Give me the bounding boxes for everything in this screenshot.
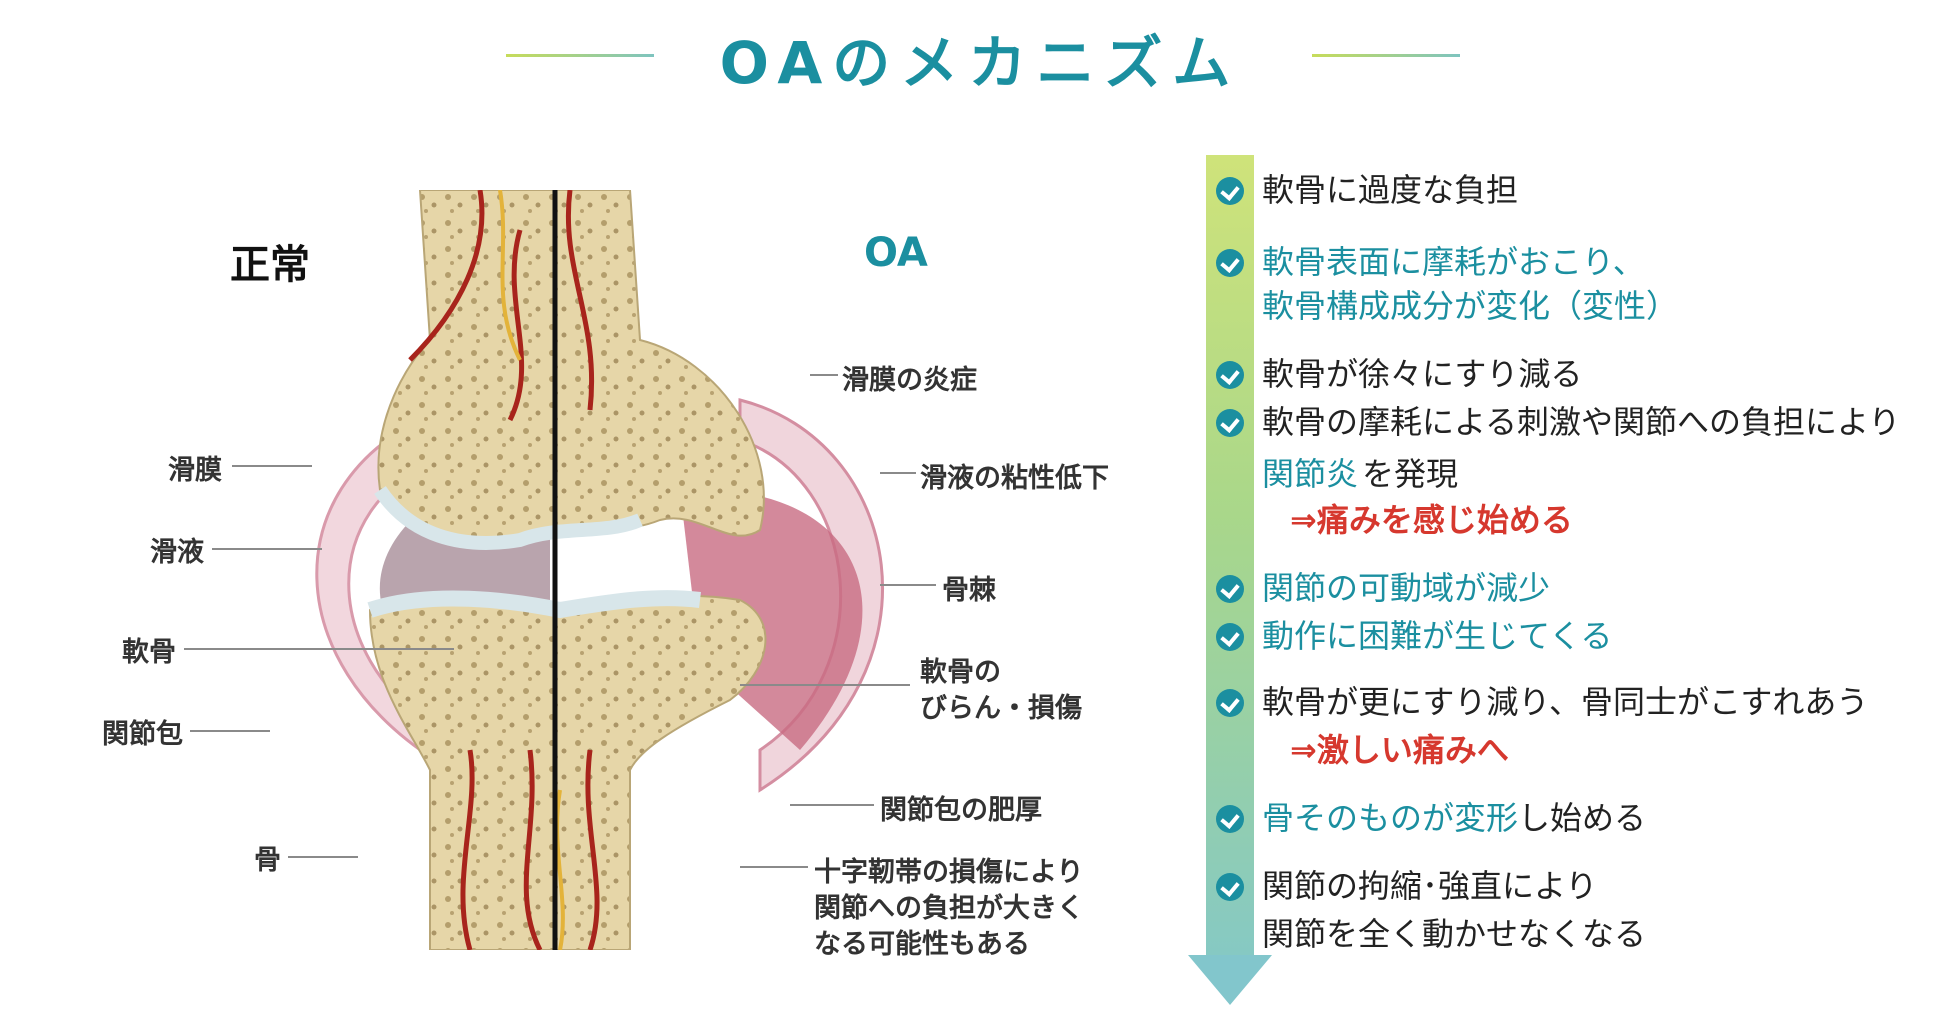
- leader-erosion: [740, 684, 910, 686]
- check-icon: [1216, 575, 1244, 603]
- leader-bone: [288, 856, 358, 858]
- label-oa: OA: [864, 230, 928, 276]
- check-icon: [1216, 689, 1244, 717]
- check-icon: [1216, 361, 1244, 389]
- label-bone: 骨: [254, 845, 281, 876]
- progression-arrow-head: [1188, 955, 1272, 1005]
- title-rule-left: [506, 54, 654, 57]
- label-ligament-3: なる可能性もある: [814, 929, 1030, 960]
- label-ligament-1: 十字靭帯の損傷により: [814, 857, 1084, 888]
- title-area: OAのメカニズム: [0, 0, 1960, 110]
- leader-osteophyte: [880, 584, 936, 586]
- leader-ligament: [740, 866, 808, 868]
- label-ligament-2: 関節への負担が大きく: [814, 893, 1084, 924]
- joint-capsule-oa: [738, 398, 884, 793]
- label-erosion-1: 軟骨の: [920, 657, 1001, 688]
- label-normal: 正常: [230, 242, 310, 288]
- label-capsule-thickening: 関節包の肥厚: [880, 795, 1042, 826]
- check-icon: [1216, 873, 1244, 901]
- knee-joint-illustration: [315, 190, 884, 950]
- check-icon: [1216, 249, 1244, 277]
- label-synovitis: 滑膜の炎症: [842, 365, 977, 396]
- label-viscosity: 滑液の粘性低下: [920, 463, 1109, 494]
- leader-viscosity: [880, 472, 916, 474]
- leader-synovium: [232, 465, 312, 467]
- nerves: [498, 190, 565, 950]
- label-cartilage: 軟骨: [122, 637, 176, 668]
- leader-synovial-fluid: [212, 548, 322, 550]
- label-osteophyte: 骨棘: [942, 575, 996, 606]
- leader-capsule-thickening: [790, 804, 874, 806]
- label-synovium: 滑膜: [168, 455, 222, 486]
- page-title: OAのメカニズム: [719, 29, 1241, 97]
- leader-cartilage: [184, 648, 454, 650]
- label-erosion-2: びらん・損傷: [920, 693, 1082, 724]
- blood-vessels: [408, 190, 600, 950]
- cartilage-lower: [367, 590, 701, 619]
- check-icon: [1216, 409, 1244, 437]
- title-rule-right: [1312, 54, 1460, 57]
- leader-synovitis: [810, 374, 838, 376]
- check-icon: [1216, 805, 1244, 833]
- label-synovial-fluid: 滑液: [150, 537, 204, 568]
- cartilage-upper: [374, 485, 643, 550]
- check-icon: [1216, 177, 1244, 205]
- check-icon: [1216, 623, 1244, 651]
- leader-capsule: [190, 730, 270, 732]
- label-capsule: 関節包: [102, 719, 183, 750]
